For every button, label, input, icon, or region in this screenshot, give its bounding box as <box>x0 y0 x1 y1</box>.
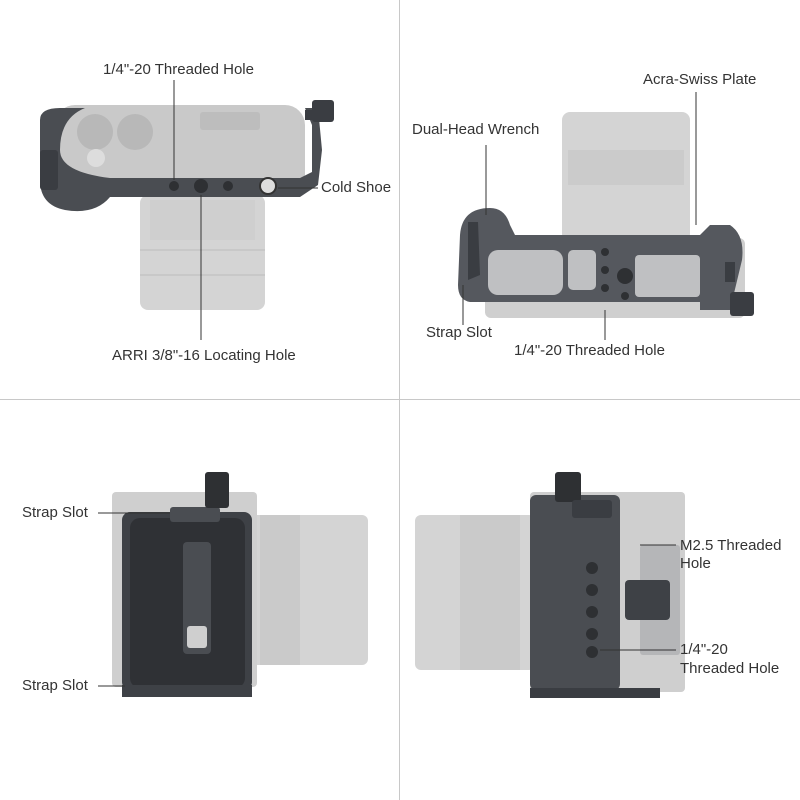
right-side-illustration <box>415 472 685 698</box>
quarter-hole-label-line2: Threaded Hole <box>680 660 780 677</box>
cold-shoe-label: Cold Shoe <box>321 179 392 196</box>
panel-left-side: Strap Slot Strap Slot <box>0 400 400 800</box>
left-side-illustration <box>98 472 368 697</box>
strap-slot-label: Strap Slot <box>426 324 492 341</box>
panel-top-view: 1/4"-20 Threaded Hole Cold Shoe ARRI 3/8… <box>0 0 400 400</box>
horizontal-divider <box>0 399 800 400</box>
threaded-hole-label-bottom: 1/4"-20 Threaded Hole <box>514 342 665 359</box>
wrench-label: Dual-Head Wrench <box>412 121 540 138</box>
acra-swiss-label: Acra-Swiss Plate <box>643 71 757 88</box>
vertical-divider <box>399 0 400 800</box>
strap-slot-top-label: Strap Slot <box>22 504 88 521</box>
panel-bottom-view: Acra-Swiss Plate Dual-Head Wrench Strap … <box>400 0 800 400</box>
top-view-illustration <box>40 80 334 340</box>
m25-hole-label-line2: Hole <box>680 555 711 572</box>
bottom-view-illustration <box>458 92 754 340</box>
strap-slot-bottom-label: Strap Slot <box>22 677 88 694</box>
m25-hole-label-line1: M2.5 Threaded <box>680 537 782 554</box>
locating-hole-label: ARRI 3/8"-16 Locating Hole <box>112 347 296 364</box>
quarter-hole-label-line1: 1/4"-20 <box>680 641 728 658</box>
panel-right-side: M2.5 Threaded Hole 1/4"-20 Threaded Hole <box>400 400 800 800</box>
threaded-hole-label: 1/4"-20 Threaded Hole <box>103 61 254 78</box>
